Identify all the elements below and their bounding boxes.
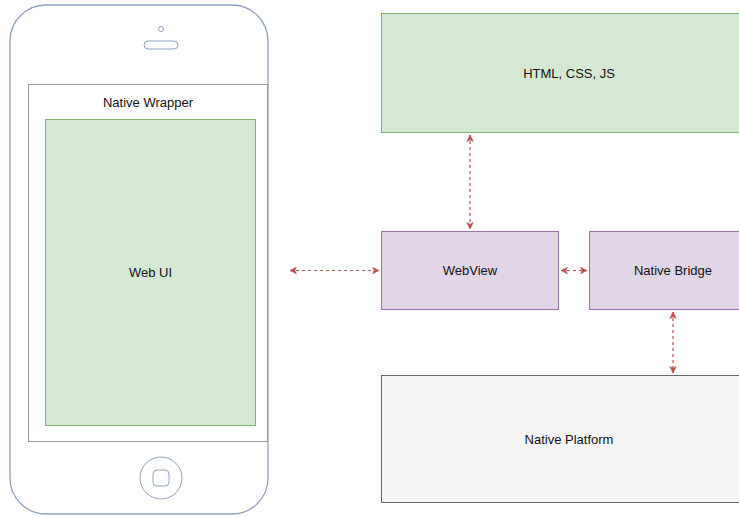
webview-box: WebView [381, 231, 559, 310]
wrapper-box: Native WrapperWeb UI [28, 84, 268, 442]
bridge-box: Native Bridge [589, 231, 739, 310]
dashed-arrow [561, 270, 587, 271]
platform-box: Native Platform [381, 375, 739, 503]
box-label: Web UI [46, 265, 255, 280]
box-label: WebView [382, 263, 558, 278]
web-ui-box: Web UI [45, 119, 256, 426]
phone-body [10, 5, 268, 514]
dashed-arrow [672, 312, 673, 373]
box-label: HTML, CSS, JS [382, 66, 739, 81]
dashed-arrow [290, 270, 379, 271]
phone-camera [159, 27, 164, 32]
dashed-arrow [469, 135, 470, 229]
phone-speaker [144, 41, 178, 49]
home-button [140, 457, 182, 499]
home-button-square [153, 470, 169, 486]
code-box: HTML, CSS, JS [381, 13, 739, 133]
box-label: Native Platform [382, 432, 739, 447]
box-label: Native Bridge [590, 263, 739, 278]
box-heading: Native Wrapper [29, 95, 267, 110]
